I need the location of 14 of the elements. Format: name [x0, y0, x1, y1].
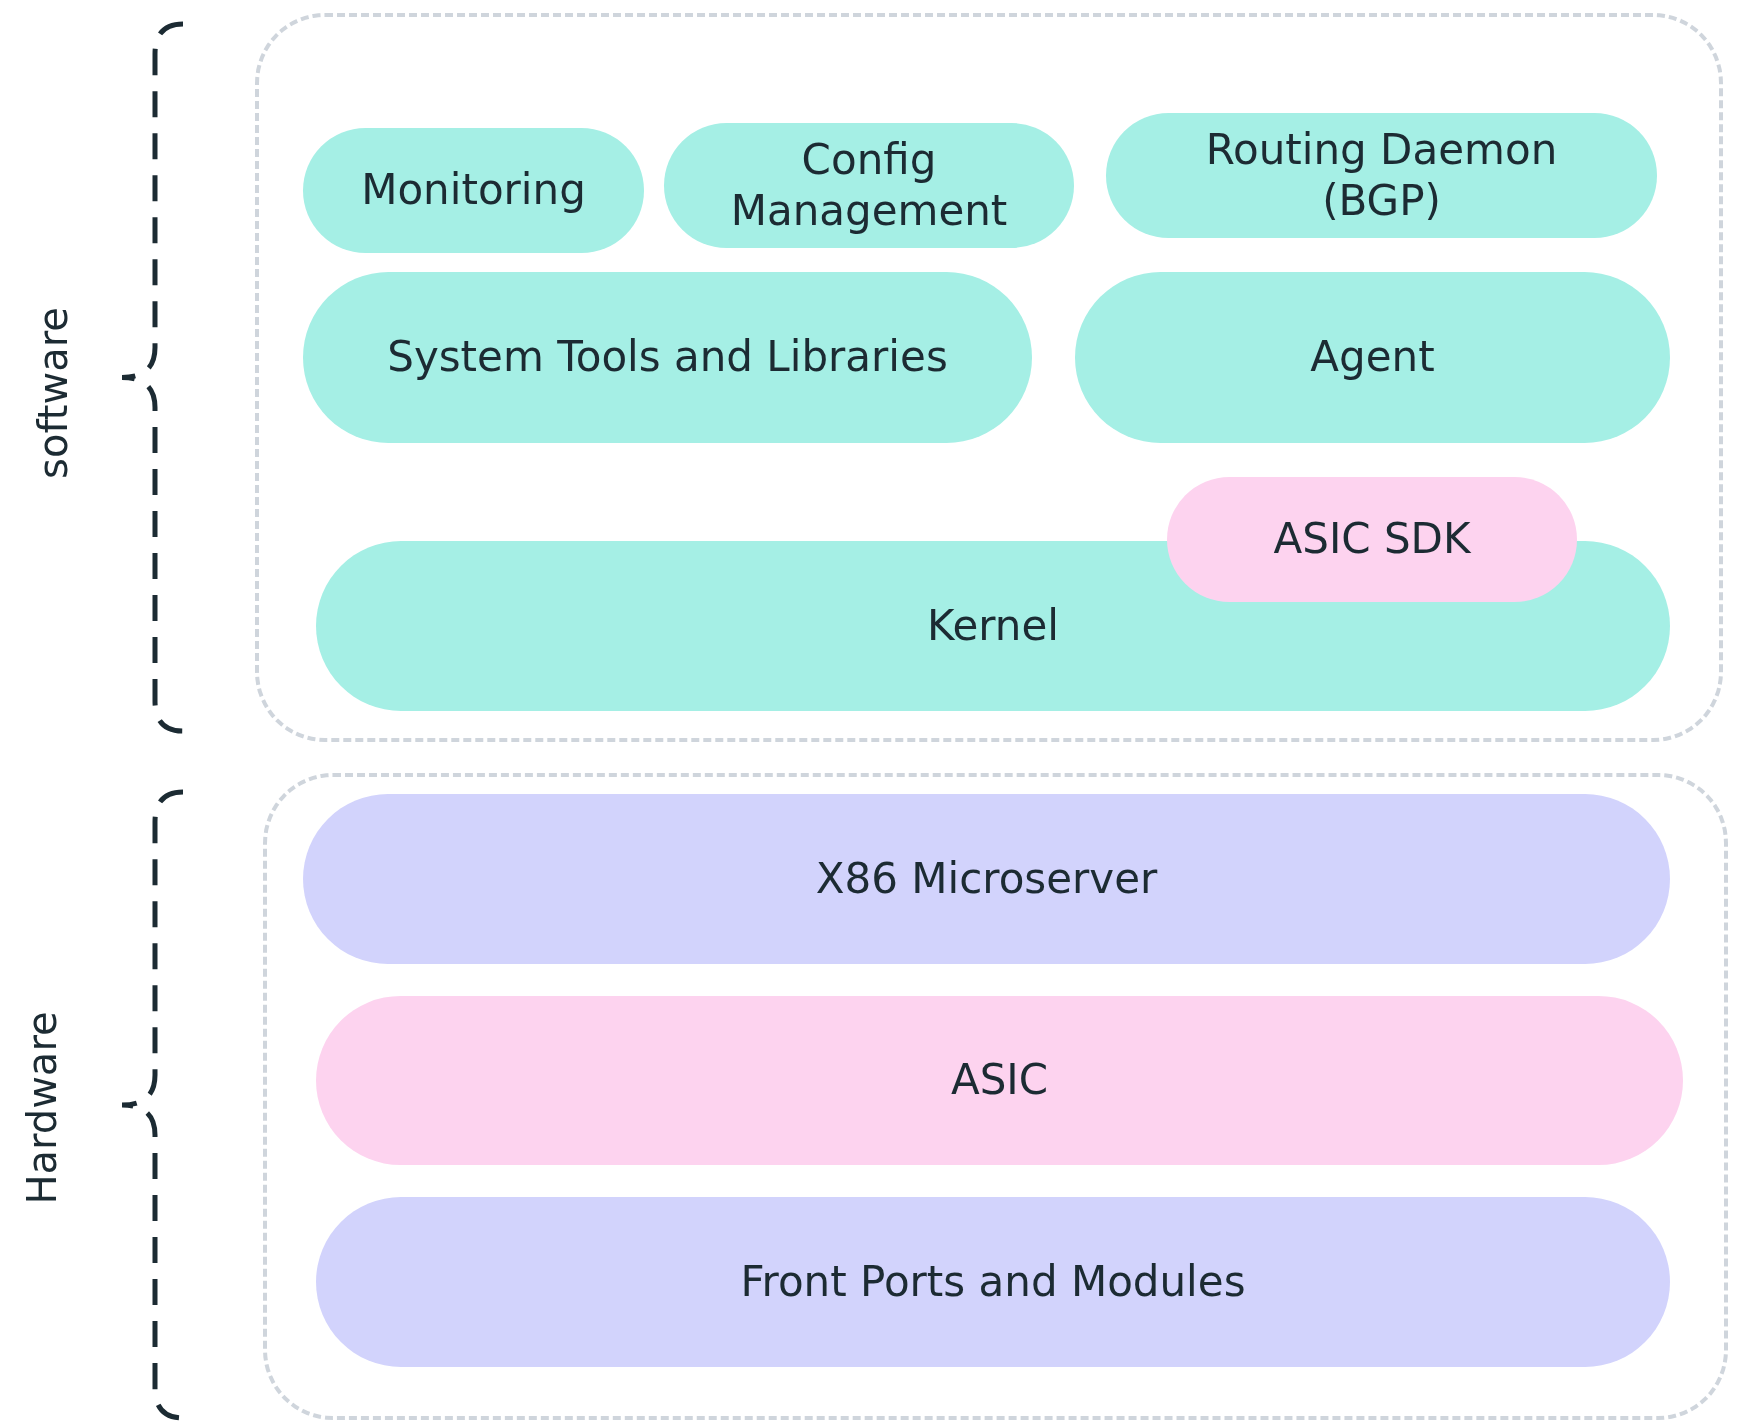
layer-label: Front Ports and Modules — [739, 1256, 1247, 1308]
section-label: software — [30, 307, 76, 479]
layer-label: Routing Daemon (BGP) — [1204, 125, 1559, 226]
section-label: Hardware — [19, 1011, 65, 1205]
layer-label: Kernel — [926, 600, 1060, 652]
container-box — [263, 773, 1728, 1420]
layer-label: Monitoring — [360, 165, 587, 216]
layer-label: Agent — [1309, 332, 1436, 383]
layer-label: ASIC — [949, 1055, 1050, 1106]
layer-label: ASIC SDK — [1272, 514, 1472, 565]
container-box — [255, 13, 1723, 742]
layer-label: System Tools and Libraries — [386, 332, 949, 383]
layer-label: X86 Microserver — [814, 853, 1159, 905]
layer-label: Config Management — [729, 135, 1009, 236]
